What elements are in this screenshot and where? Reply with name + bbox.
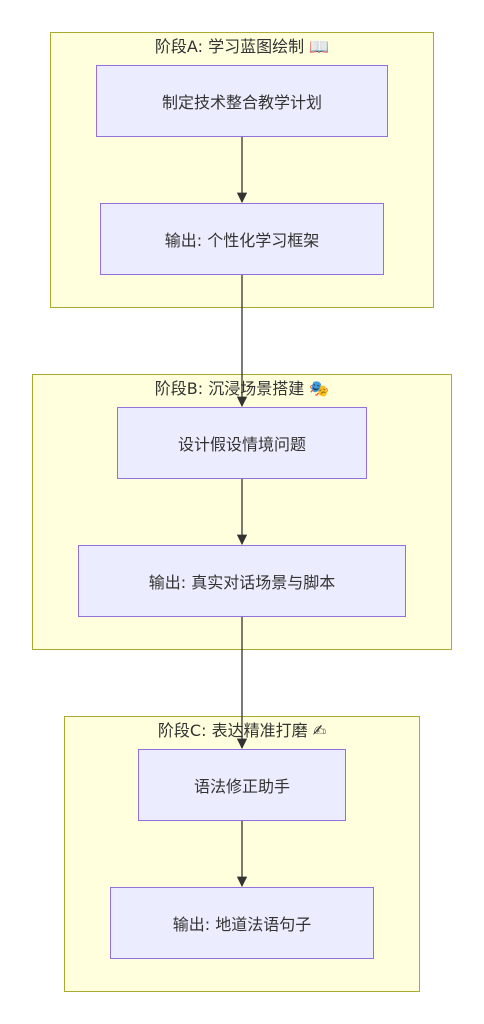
stage-b-title: 阶段B: 沉浸场景搭建 🎭: [154, 379, 330, 398]
stage-a-title: 阶段A: 学习蓝图绘制 📖: [154, 37, 330, 56]
node-grammar-assistant[interactable]: 语法修正助手: [138, 749, 346, 821]
stage-c-title: 阶段C: 表达精准打磨 ✍: [157, 721, 327, 740]
node-french-sentences[interactable]: 输出: 地道法语句子: [110, 887, 374, 959]
node-dialogue-script[interactable]: 输出: 真实对话场景与脚本: [78, 545, 406, 617]
node-hypothetical-scenario[interactable]: 设计假设情境问题: [117, 407, 367, 479]
node-teaching-plan[interactable]: 制定技术整合教学计划: [96, 65, 388, 137]
node-learning-framework[interactable]: 输出: 个性化学习框架: [100, 203, 384, 275]
